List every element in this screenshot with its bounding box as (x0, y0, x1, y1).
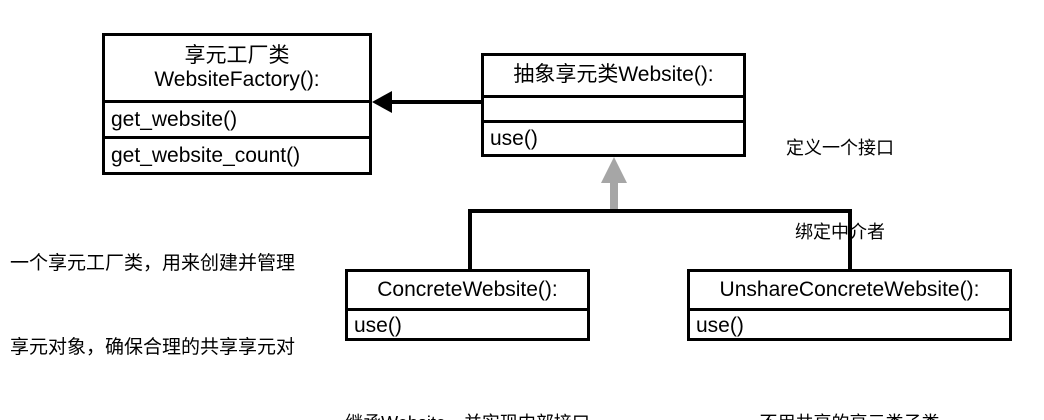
method-label: use() (490, 126, 538, 150)
class-title-unshare-concrete-website: UnshareConcreteWebsite(): (690, 272, 1009, 308)
method-label: use() (354, 314, 402, 337)
class-title-line-1: UnshareConcreteWebsite(): (719, 277, 980, 301)
association-arrowhead-icon (372, 91, 392, 113)
generalization-horizontal-line (468, 209, 852, 213)
class-box-website-factory[interactable]: 享元工厂类 WebsiteFactory(): get_website() ge… (102, 33, 372, 175)
class-title-line-1: 享元工厂类 (184, 43, 290, 67)
class-title-concrete-website: ConcreteWebsite(): (348, 272, 587, 308)
generalization-drop-line-left (468, 209, 472, 271)
note-line-2: 享元对象，确保合理的共享享元对 (10, 337, 296, 358)
class-title-line-1: 抽象享元类Website(): (513, 63, 714, 87)
note-unshare-concrete-website: 不用共享的享元类子类 (687, 363, 1012, 420)
association-line-website-to-factory (392, 100, 481, 104)
note-line-1: 定义一个接口 (786, 138, 894, 158)
generalization-drop-line-right (848, 209, 852, 271)
class-box-website[interactable]: 抽象享元类Website(): use() (481, 53, 746, 157)
note-website-interface: 定义一个接口 绑定中介者 (760, 78, 920, 302)
method-label: get_website() (111, 107, 238, 131)
class-method-get-website-count: get_website_count() (105, 136, 369, 172)
class-title-website-factory: 享元工厂类 WebsiteFactory(): (105, 36, 369, 100)
note-concrete-website: 继承Website，并实现内部接口 (345, 363, 590, 420)
class-method-use-unshare: use() (690, 308, 1009, 341)
class-attributes-website (484, 95, 743, 120)
class-title-website: 抽象享元类Website(): (484, 56, 743, 95)
generalization-arrowhead-icon (600, 157, 628, 213)
generalization-arrow-svg (601, 157, 627, 213)
note-line-1: 继承Website，并实现内部接口 (345, 411, 590, 420)
class-method-use-concrete: use() (348, 308, 587, 341)
method-label: get_website_count() (111, 143, 301, 167)
class-title-line-2: WebsiteFactory(): (154, 68, 320, 91)
method-label: use() (696, 314, 744, 337)
class-box-unshare-concrete-website[interactable]: UnshareConcreteWebsite(): use() (687, 269, 1012, 341)
note-line-2: 绑定中介者 (795, 222, 885, 242)
note-line-1: 不用共享的享元类子类 (687, 411, 1012, 420)
class-box-concrete-website[interactable]: ConcreteWebsite(): use() (345, 269, 590, 341)
class-method-get-website: get_website() (105, 100, 369, 136)
class-method-use-website: use() (484, 120, 743, 154)
note-website-factory: 一个享元工厂类，用来创建并管理 享元对象，确保合理的共享享元对 象，当用户请求一… (10, 194, 340, 420)
class-title-line-1: ConcreteWebsite(): (377, 277, 558, 301)
note-line-1: 一个享元工厂类，用来创建并管理 (10, 253, 296, 274)
